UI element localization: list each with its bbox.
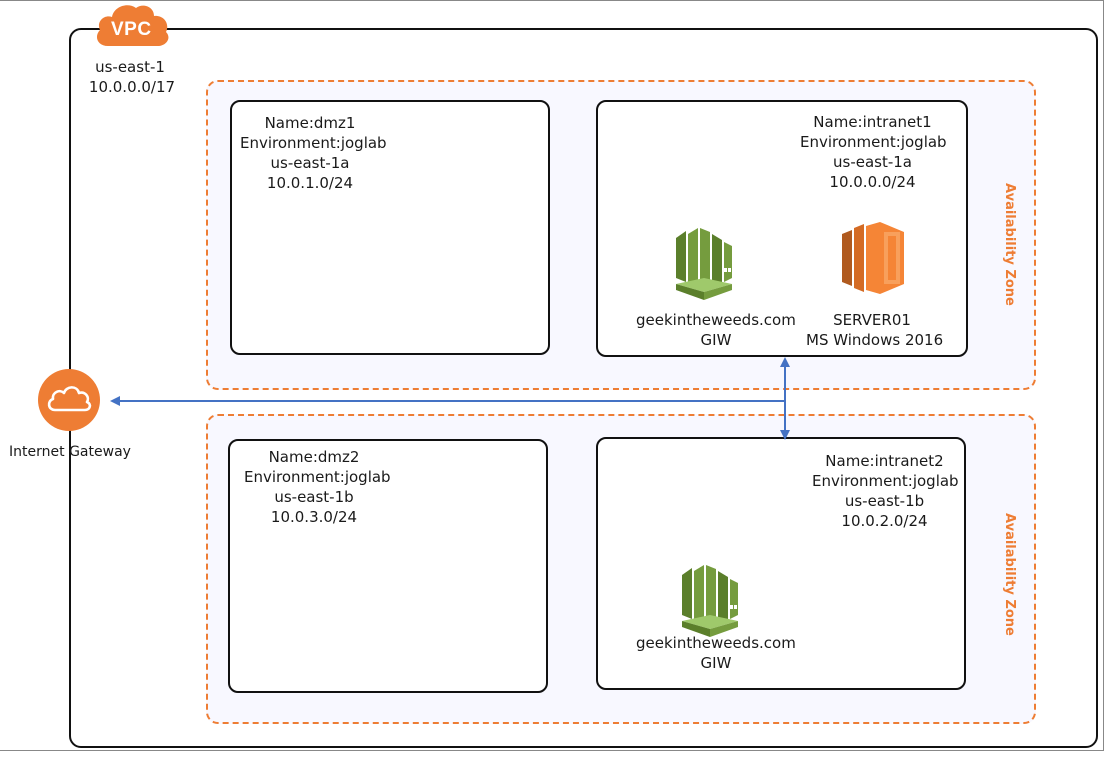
directory1-short-name: GIW [700, 331, 732, 349]
internet-gateway-icon[interactable] [37, 368, 101, 432]
subnet-intranet2-name: Name:intranet2 [825, 452, 944, 470]
subnet-dmz2-name: Name:dmz2 [268, 448, 360, 466]
subnet-dmz2-az: us-east-1b [274, 488, 354, 506]
subnet-intranet1[interactable] [596, 100, 968, 357]
subnet-dmz1[interactable] [230, 100, 550, 355]
vpc-cidr: 10.0.0.0/17 [88, 78, 176, 96]
subnet-intranet1-name: Name:intranet1 [813, 113, 932, 131]
internet-gateway-label: Internet Gateway [9, 444, 131, 460]
vpc-badge-label: VPC [111, 19, 152, 40]
subnet-dmz1-name: Name:dmz1 [264, 114, 356, 132]
subnet-intranet2-az: us-east-1b [844, 492, 925, 510]
vpc-cloud-icon [94, 2, 170, 48]
subnet-dmz2-cidr: 10.0.3.0/24 [270, 508, 358, 526]
subnet-intranet1-environment: Environment:joglab [800, 133, 947, 151]
directory-service-icon[interactable] [680, 565, 740, 637]
ec2-instance-icon[interactable] [840, 222, 906, 294]
frame-bottom-border [0, 750, 1104, 751]
directory2-domain: geekintheweeds.com [636, 634, 796, 652]
subnet-intranet2[interactable] [596, 437, 966, 690]
subnet-intranet1-az: us-east-1a [833, 153, 912, 171]
subnet-dmz1-environment: Environment:joglab [240, 134, 387, 152]
subnet-intranet1-cidr: 10.0.0.0/24 [829, 173, 916, 191]
subnet-dmz2-environment: Environment:joglab [244, 468, 391, 486]
subnet-intranet2-environment: Environment:joglab [812, 472, 959, 490]
subnet-dmz1-cidr: 10.0.1.0/24 [266, 174, 354, 192]
availability-zone-b-label: Availability Zone [1002, 513, 1017, 636]
vpc-region: us-east-1 [95, 58, 165, 76]
availability-zone-a-label: Availability Zone [1002, 183, 1017, 306]
directory1-domain: geekintheweeds.com [636, 311, 796, 329]
directory2-short-name: GIW [700, 654, 732, 672]
frame-right-border [1103, 0, 1104, 750]
server01-os: MS Windows 2016 [806, 331, 944, 349]
subnet-dmz1-az: us-east-1a [270, 154, 350, 172]
directory-service-icon[interactable] [674, 228, 734, 300]
frame-top-border [0, 0, 1104, 1]
server01-hostname: SERVER01 [833, 311, 911, 329]
subnet-dmz2[interactable] [228, 439, 548, 693]
subnet-intranet2-cidr: 10.0.2.0/24 [841, 512, 928, 530]
